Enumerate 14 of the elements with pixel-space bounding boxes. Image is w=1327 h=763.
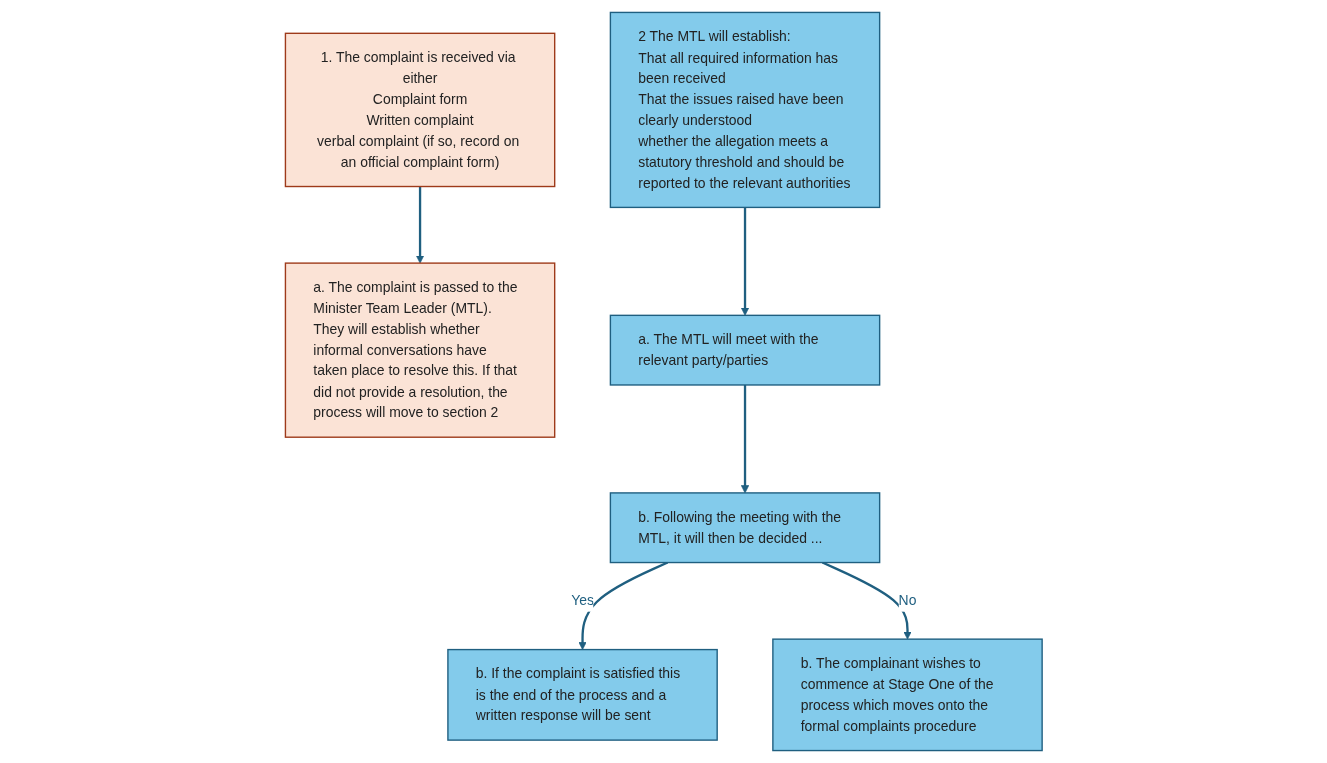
arrow bbox=[740, 207, 749, 316]
node-box: a. The MTL will meet with the relevant party/parties bbox=[609, 314, 881, 386]
node-box: 2 The MTL will establish: That all required information has been received That the issues raised have been clearly understood whether the allegation meets a statutory threshold and should be reported to the relevant authorities bbox=[609, 11, 881, 209]
arrow bbox=[415, 186, 424, 264]
edge-label: No bbox=[898, 592, 917, 609]
arrow bbox=[740, 384, 749, 494]
node-box: b. The complainant wishes to commence at Stage One of the process which moves onto the formal complaints procedure bbox=[771, 638, 1043, 752]
arrow bbox=[821, 561, 912, 640]
node-box: 1. The complaint is received via either Complaint form Written complaint verbal complaint (if so, record on an official complaint form) bbox=[284, 32, 556, 188]
edge-label: Yes bbox=[570, 592, 594, 609]
node-box: b. If the complaint is satisfied this is the end of the process and a written response will be sent bbox=[446, 648, 718, 741]
node-box: b. Following the meeting with the MTL, it will then be decided ... bbox=[609, 492, 881, 564]
arrow bbox=[578, 561, 668, 650]
node-box: a. The complaint is passed to the Minister Team Leader (MTL). They will establish whether informal conversations have taken place to resolve this. If that did not provide a resolution, the process will move to section 2 bbox=[284, 262, 556, 438]
